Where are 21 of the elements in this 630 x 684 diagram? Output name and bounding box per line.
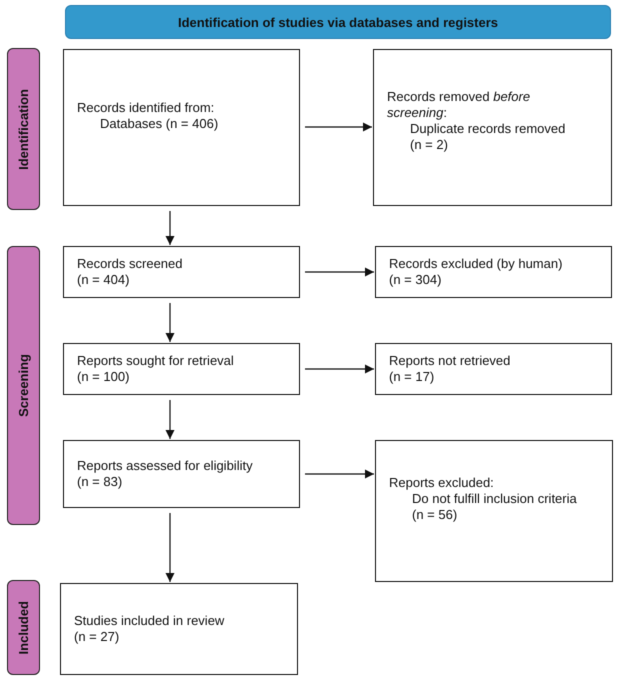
process-box: Studies included in review (n = 27) [60, 583, 298, 675]
arrow [166, 400, 174, 439]
process-box: Reports sought for retrieval (n = 100) [63, 343, 300, 395]
section-header: Identification of studies via databases and registers [65, 5, 611, 39]
phase-label: Included [7, 580, 40, 675]
phase-label: Screening [7, 246, 40, 525]
arrow [305, 268, 374, 276]
process-box: Records excluded (by human) (n = 304) [375, 246, 612, 298]
arrow [166, 211, 174, 245]
arrow [305, 470, 374, 478]
process-box: Records identified from: Databases (n = 406) [63, 49, 300, 206]
arrow [166, 513, 174, 582]
arrow [305, 122, 372, 132]
process-box: Reports excluded: Do not fulfill inclusion criteria (n = 56) [375, 440, 613, 582]
process-box: Reports not retrieved (n = 17) [375, 343, 612, 395]
arrow [305, 364, 374, 374]
process-box: Records screened (n = 404) [63, 246, 300, 298]
phase-label: Identification [7, 48, 40, 210]
process-box: Records removed before screening: Duplicate records removed (n = 2) [373, 49, 612, 206]
arrow [166, 303, 174, 342]
process-box: Reports assessed for eligibility (n = 83) [63, 440, 300, 508]
